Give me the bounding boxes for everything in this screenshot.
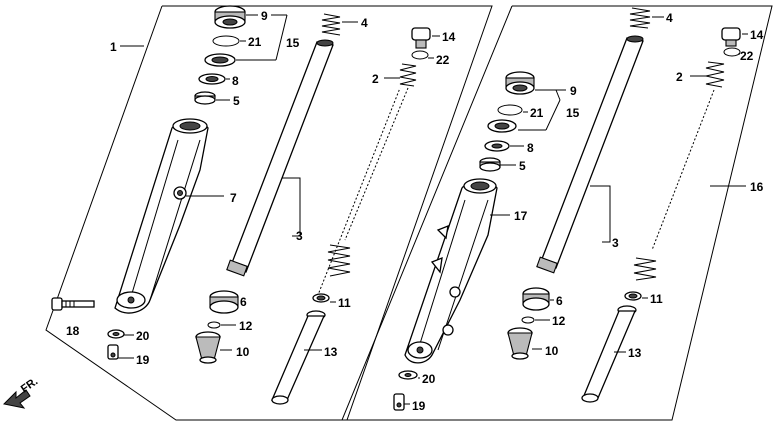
callout-right-14: 14 <box>750 28 764 42</box>
left-socket-bolt <box>411 27 431 49</box>
callout-left-6: 6 <box>240 295 247 309</box>
right-oil-seal <box>487 119 517 133</box>
right-fork-pipe <box>536 35 644 274</box>
right-drain-bolt <box>393 393 405 411</box>
callout-left-10: 10 <box>236 345 250 359</box>
callout-left-9: 9 <box>261 9 268 23</box>
left-assembly-frame <box>45 5 493 421</box>
left-stopper-ring <box>212 35 240 47</box>
left-dust-seal <box>214 5 246 29</box>
callout-left-1: 1 <box>110 40 117 54</box>
right-o-ring <box>521 316 535 324</box>
right-fork-piston <box>581 305 637 403</box>
callout-left-20: 20 <box>136 329 150 343</box>
callout-right-3: 3 <box>612 236 619 250</box>
callout-left-5: 5 <box>233 94 240 108</box>
left-piston-ring <box>312 293 330 303</box>
callout-left-19: 19 <box>136 353 150 367</box>
left-drain-washer <box>107 329 125 339</box>
left-fork-spring-top <box>321 13 341 36</box>
callout-right-6: 6 <box>556 294 563 308</box>
callout-left-12: 12 <box>239 319 253 333</box>
left-oil-lock-piece <box>209 290 239 314</box>
left-rebound-spring <box>327 63 417 277</box>
callout-left-2: 2 <box>372 72 379 86</box>
callout-right-2: 2 <box>676 70 683 84</box>
front-direction-indicator: FR. <box>2 375 40 409</box>
left-spacer <box>195 331 221 364</box>
left-slider-bushing <box>194 91 216 105</box>
callout-right-21: 21 <box>530 106 544 120</box>
right-spacer <box>507 327 533 360</box>
right-fork-slider <box>404 178 498 364</box>
callout-right-13: 13 <box>628 346 642 360</box>
callout-right-11: 11 <box>650 292 663 306</box>
right-fork-spring-top <box>629 7 651 29</box>
left-back-up-ring <box>198 73 226 85</box>
callout-left-13: 13 <box>324 345 338 359</box>
left-axle-bolt <box>51 297 95 311</box>
callout-right-10: 10 <box>545 344 559 358</box>
right-dust-seal <box>505 71 535 95</box>
callout-left-7: 7 <box>230 191 237 205</box>
direction-label: FR. <box>19 375 40 395</box>
left-fork-pipe <box>226 39 334 277</box>
left-drain-bolt <box>107 344 119 360</box>
callout-left-3: 3 <box>296 229 303 243</box>
right-stopper-ring <box>497 104 523 116</box>
callout-left-14: 14 <box>442 30 456 44</box>
left-oil-seal <box>204 53 236 67</box>
callout-left-22: 22 <box>436 53 450 67</box>
left-callouts: 9 15 21 8 5 1 7 4 2 14 22 3 6 11 12 10 1… <box>66 9 456 367</box>
callout-right-15: 15 <box>566 106 580 120</box>
left-fork-slider <box>114 118 209 314</box>
callout-right-8: 8 <box>527 141 534 155</box>
callout-left-18: 18 <box>66 324 80 338</box>
right-callouts: 9 15 21 8 5 17 4 2 14 22 16 3 6 11 12 10… <box>404 11 764 413</box>
left-fork-piston <box>271 87 401 405</box>
callout-right-5: 5 <box>519 159 526 173</box>
callout-right-20: 20 <box>422 372 436 386</box>
right-sealing-washer <box>723 47 741 57</box>
callout-left-21: 21 <box>248 35 262 49</box>
right-slider-bushing <box>479 157 501 172</box>
front-arrow-icon <box>2 389 31 409</box>
callout-right-12: 12 <box>552 314 566 328</box>
callout-right-4: 4 <box>666 11 673 25</box>
callout-right-19: 19 <box>412 399 426 413</box>
right-oil-lock-piece <box>522 287 550 311</box>
left-sealing-washer <box>411 50 429 60</box>
callout-left-11: 11 <box>338 296 351 310</box>
right-piston-ring <box>624 291 642 301</box>
callout-right-22: 22 <box>740 49 754 63</box>
right-socket-bolt <box>721 27 741 47</box>
right-back-up-ring <box>484 140 510 152</box>
right-rebound-spring <box>633 61 725 281</box>
callout-right-16: 16 <box>750 180 764 194</box>
callout-left-8: 8 <box>232 74 239 88</box>
callout-right-17: 17 <box>514 209 528 223</box>
callout-left-4: 4 <box>361 16 368 30</box>
right-drain-washer <box>398 370 418 380</box>
callout-right-9: 9 <box>570 84 577 98</box>
callout-left-15: 15 <box>286 36 300 50</box>
left-o-ring <box>207 321 221 329</box>
right-assembly-frame <box>341 5 773 421</box>
